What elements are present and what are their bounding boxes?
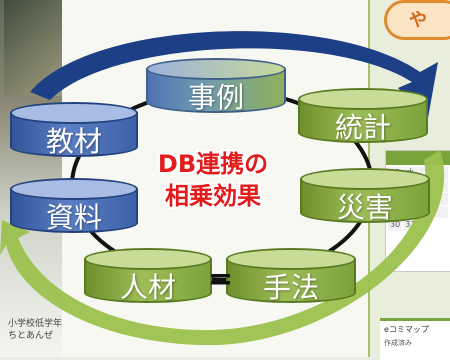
- cylinder-top: [226, 248, 356, 270]
- node-label: 災害: [336, 191, 393, 224]
- left-caption-line-1: 小学校低学年向: [8, 319, 72, 329]
- node-jirei: 事例: [146, 58, 286, 124]
- node-shuhou: 手法: [226, 248, 356, 314]
- center-title-line-1: DB連携の: [157, 150, 269, 178]
- equals-sign: =: [208, 262, 234, 297]
- cylinder-top: [10, 102, 138, 124]
- cylinder-top: [10, 178, 138, 200]
- node-jinzai: 人材: [84, 248, 212, 314]
- node-toukei: 統計: [298, 88, 428, 154]
- background-badge: や: [384, 0, 450, 40]
- ecomap-label: eコミマップ: [384, 325, 429, 334]
- ecomap-sub-label: 作成済み: [384, 339, 412, 347]
- node-label: 教材: [45, 125, 102, 158]
- left-caption-line-2: ちとあんぜ: [8, 331, 54, 341]
- background-ecomap-box: eコミマップ 作成済み: [380, 318, 450, 360]
- background-left-caption: 小学校低学年向 ちとあんぜ: [8, 318, 78, 342]
- cylinder-top: [298, 88, 428, 110]
- node-label: 手法: [262, 271, 319, 304]
- cylinder-top: [84, 248, 212, 270]
- center-title: DB連携の 相乗効果: [118, 148, 308, 212]
- node-label: 統計: [334, 111, 391, 144]
- cylinder-top: [146, 58, 286, 80]
- node-label: 事例: [187, 81, 244, 114]
- node-kyouzai: 教材: [10, 102, 138, 168]
- center-title-line-2: 相乗効果: [165, 182, 261, 210]
- cylinder-top: [300, 168, 430, 190]
- node-saigai: 災害: [300, 168, 430, 234]
- node-label: 資料: [45, 201, 102, 234]
- node-label: 人材: [119, 271, 176, 304]
- node-shiryou: 資料: [10, 178, 138, 244]
- blue-ring-arrow: [30, 31, 438, 118]
